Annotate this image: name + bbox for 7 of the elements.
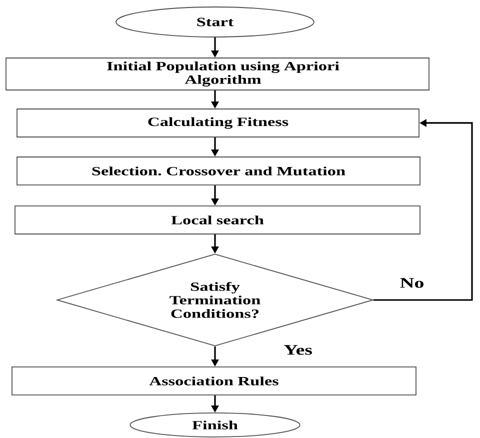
process-box: Initial Population using Apriori Algorithm [6,58,430,90]
process-box: Calculating Fitness [16,108,420,138]
process-box: Association Rules [12,366,416,396]
edge-label: No [398,277,426,289]
process-box: Selection. Crossover and Mutation [16,156,420,186]
edge-label: Yes [282,344,314,356]
process-box: Local search [14,206,420,234]
